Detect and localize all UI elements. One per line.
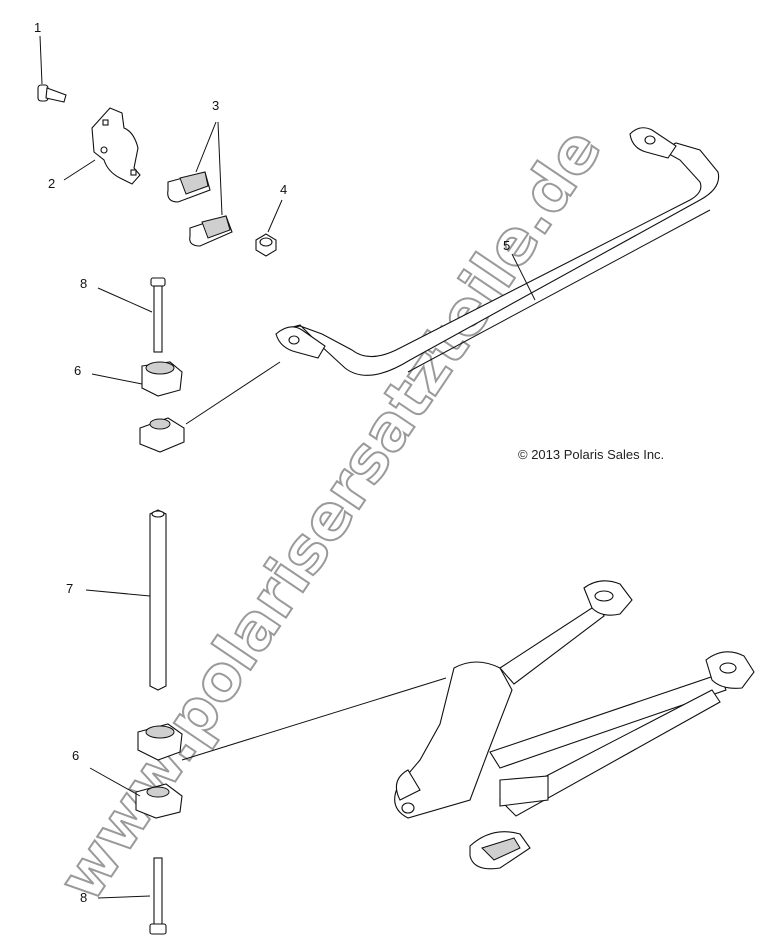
part-5-stabilizer-bar: 5 bbox=[185, 127, 720, 425]
callout-4: 4 bbox=[280, 182, 287, 197]
callout-6-bottom: 6 bbox=[72, 748, 79, 763]
part-2-clamp: 2 bbox=[48, 107, 141, 191]
part-8-bolt-top: 8 bbox=[80, 276, 166, 353]
part-7-spacer: 7 bbox=[66, 509, 167, 691]
callout-3: 3 bbox=[212, 98, 219, 113]
part-6-mount-top: 6 bbox=[74, 361, 185, 453]
callout-6-top: 6 bbox=[74, 363, 81, 378]
callout-8-top: 8 bbox=[80, 276, 87, 291]
part-6-mount-bottom: 6 bbox=[72, 677, 447, 819]
part-8-bolt-bottom: 8 bbox=[80, 857, 167, 935]
callout-5: 5 bbox=[503, 238, 510, 253]
part-4-nut: 4 bbox=[255, 182, 287, 257]
copyright-text: © 2013 Polaris Sales Inc. bbox=[518, 447, 664, 462]
callout-2: 2 bbox=[48, 176, 55, 191]
a-arm-assembly bbox=[394, 580, 755, 870]
callout-1: 1 bbox=[34, 20, 41, 35]
part-1-bolt: 1 bbox=[34, 20, 67, 103]
part-3-bushings: 3 bbox=[167, 98, 233, 247]
callout-7: 7 bbox=[66, 581, 73, 596]
callout-8-bottom: 8 bbox=[80, 890, 87, 905]
